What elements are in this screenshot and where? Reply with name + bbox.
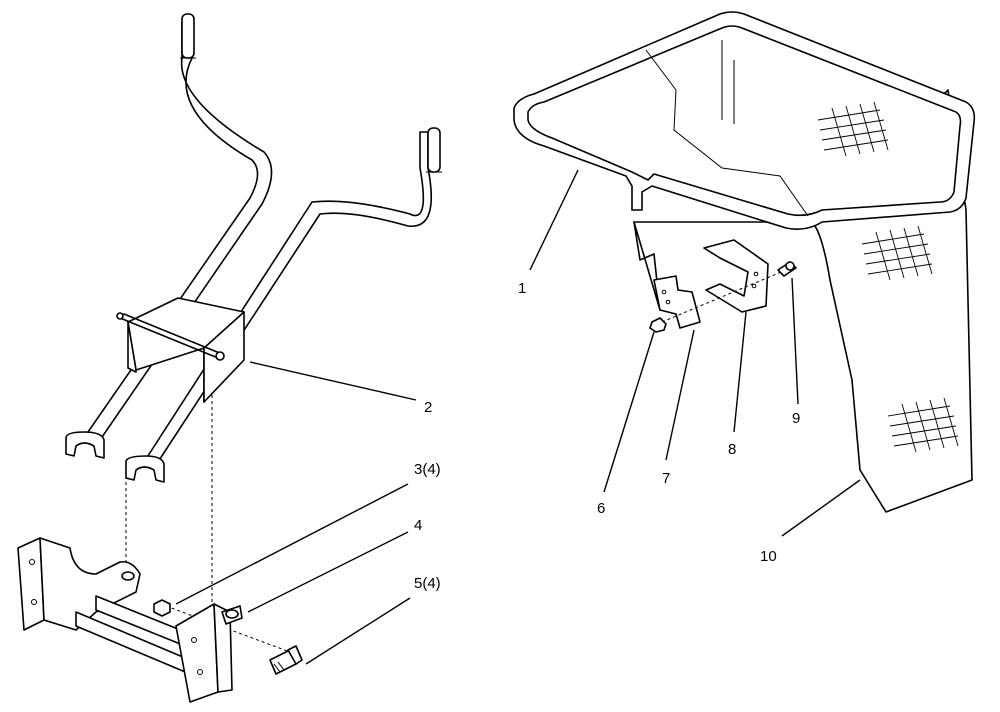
callout-3: 3(4) — [414, 461, 441, 478]
callout-8: 8 — [728, 441, 736, 458]
callout-9: 9 — [792, 410, 800, 427]
callout-2: 2 — [424, 399, 432, 416]
callout-1: 1 — [518, 280, 526, 297]
handle-grip-right — [427, 127, 441, 173]
callout-5: 5(4) — [414, 575, 441, 592]
handle-grip-left — [181, 13, 195, 59]
handle-assembly — [65, 13, 442, 483]
callout-7: 7 — [662, 470, 670, 487]
callout-10: 10 — [760, 548, 777, 565]
grass-bag-assembly — [513, 11, 976, 513]
nut-6 — [649, 317, 667, 333]
nut-3 — [153, 599, 171, 617]
handle-clip-left — [65, 431, 105, 459]
handle-bracket — [116, 297, 245, 403]
handle-clip-right — [125, 455, 165, 483]
handle-tube-left — [87, 21, 273, 441]
bag-bracket-7 — [653, 275, 701, 329]
bolt-5 — [269, 645, 303, 675]
bolt-9 — [777, 261, 797, 277]
bag-mesh — [817, 101, 959, 453]
washer-4 — [225, 609, 239, 619]
callout-6: 6 — [597, 500, 605, 517]
mounting-bracket — [17, 537, 243, 703]
bag-bracket-8 — [703, 239, 769, 313]
callout-4: 4 — [414, 517, 422, 534]
